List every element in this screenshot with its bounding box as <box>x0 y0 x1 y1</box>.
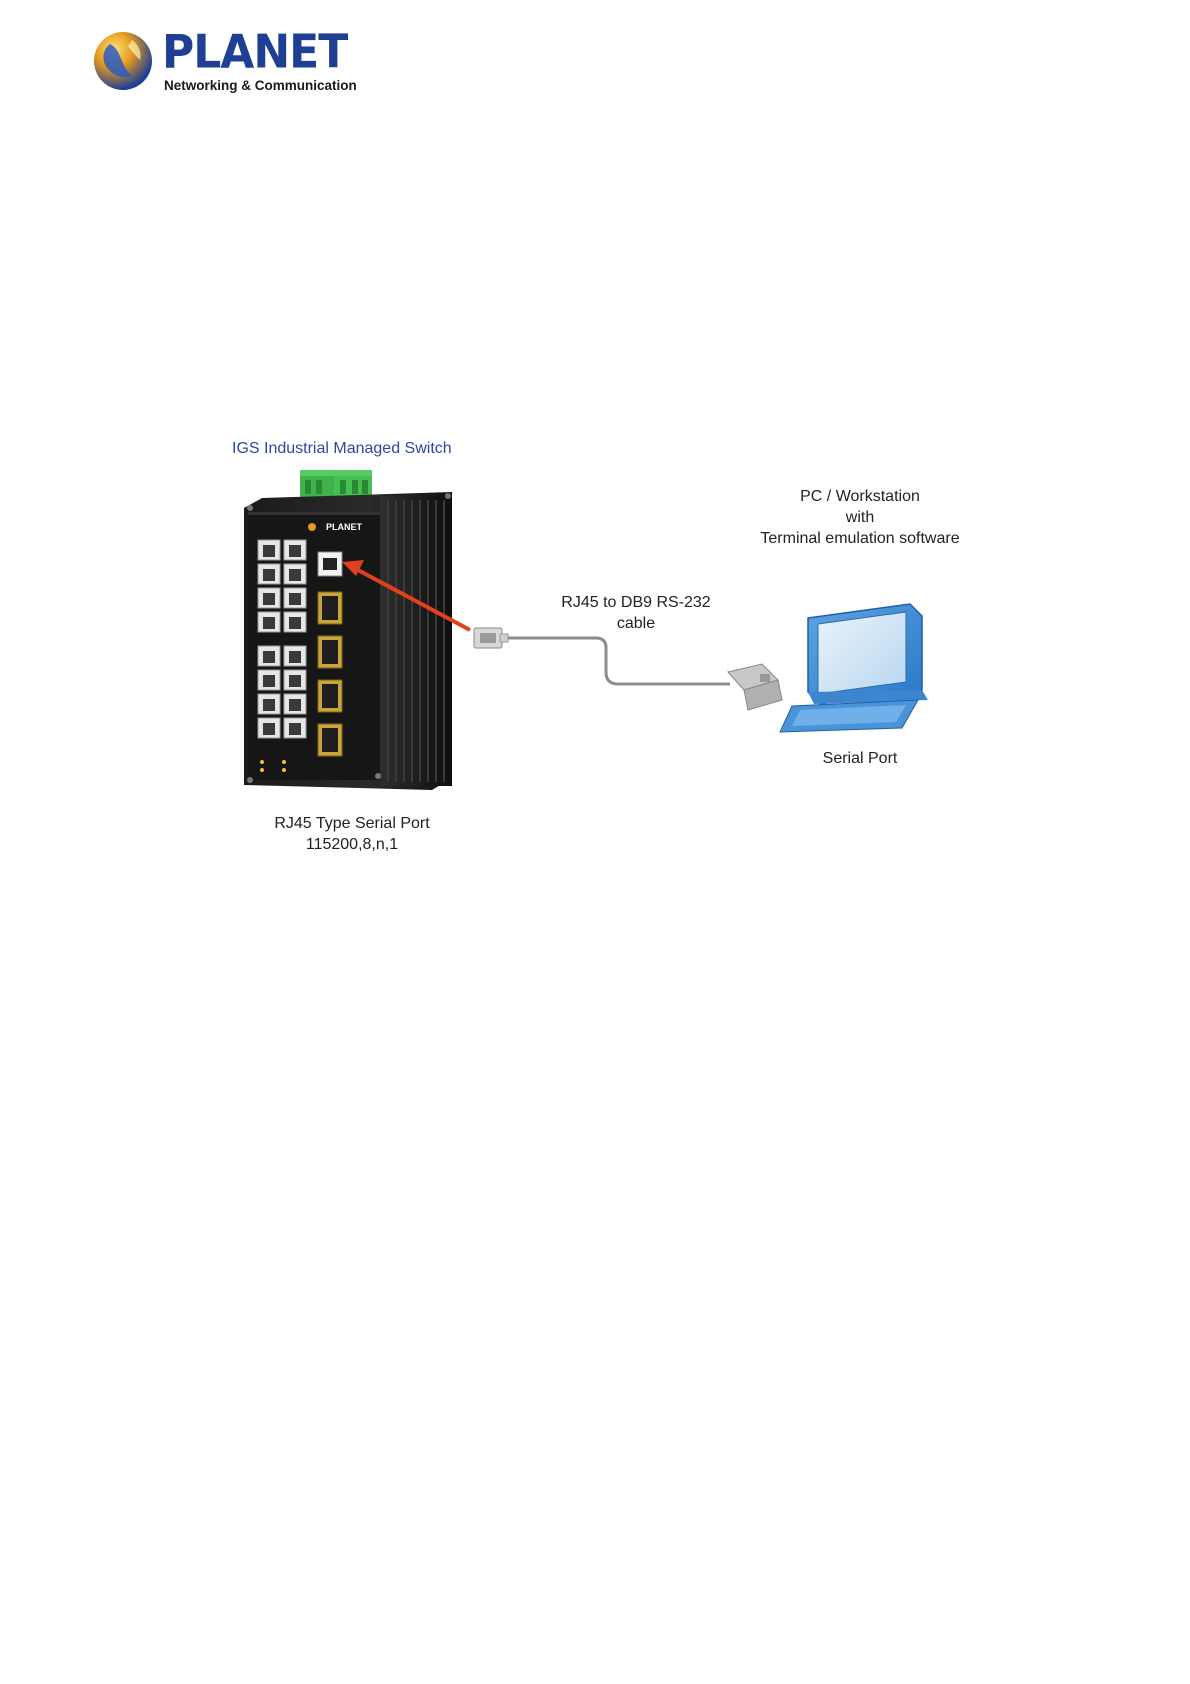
rj45-port-opening <box>289 723 301 735</box>
rj45-port-opening <box>263 651 275 663</box>
db9-connector-icon <box>728 664 782 710</box>
rj45-port-opening <box>289 651 301 663</box>
rj45-port-opening <box>289 593 301 605</box>
rj45-port-opening <box>289 699 301 711</box>
rj45-port-opening <box>289 569 301 581</box>
workstation-icon <box>780 604 928 732</box>
rj45-port-opening <box>263 617 275 629</box>
rj45-port-opening <box>263 699 275 711</box>
rj45-port-opening <box>263 723 275 735</box>
rj45-port-opening <box>263 675 275 687</box>
rj45-port-opening <box>263 569 275 581</box>
switch-logo-dot <box>308 523 316 531</box>
industrial-switch-icon <box>244 492 452 790</box>
serial-cable <box>508 638 730 684</box>
rj45-port-opening <box>289 617 301 629</box>
rj45-port-opening <box>289 545 301 557</box>
switch-brand-text: PLANET <box>326 522 363 532</box>
rj45-plug-icon <box>474 628 508 648</box>
rj45-port-opening <box>263 593 275 605</box>
terminal-block-icon <box>300 470 372 498</box>
rj45-port-opening <box>263 545 275 557</box>
rj45-port-opening <box>289 675 301 687</box>
